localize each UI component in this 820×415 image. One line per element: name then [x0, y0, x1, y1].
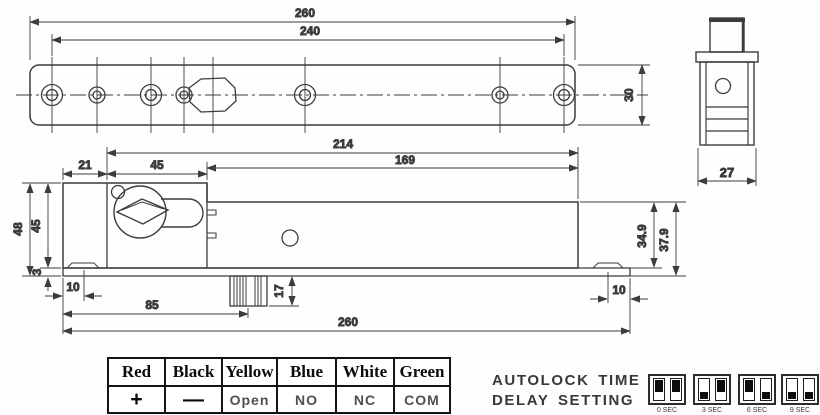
- dim-top-holespan: 240: [51, 24, 565, 56]
- screw-head-left: [65, 262, 101, 269]
- wire-color-green: Green: [393, 357, 451, 387]
- wire-color-yellow: Yellow: [221, 357, 278, 387]
- dip-rocker-1: [697, 378, 710, 401]
- dim-label-214: 214: [333, 137, 353, 151]
- body-hole: [281, 229, 299, 247]
- dim-left-heights: 48 45 3: [11, 182, 61, 291]
- lock-body-outline: [62, 182, 579, 269]
- hole-center-lines: [51, 57, 565, 133]
- wire-function-nc: NC: [335, 385, 395, 414]
- mounting-holes: [40, 77, 576, 113]
- dip-rocker-2: [802, 378, 815, 401]
- dim-right-heights: 34.9 37.9: [580, 201, 686, 277]
- dip-label: 6 SEC: [746, 407, 768, 414]
- dim-21: 21: [62, 158, 108, 180]
- autolock-title-line1: AUTOLOCK TIME: [492, 372, 641, 389]
- flange: [695, 51, 759, 63]
- dip-label: 9 SEC: [789, 407, 811, 414]
- dip-switch-6sec: 6 SEC: [738, 374, 778, 414]
- dip-rocker-1: [742, 378, 755, 401]
- dim-label-45-left: 45: [29, 219, 43, 233]
- dim-top-width: 30: [578, 64, 650, 126]
- end-view: 27: [695, 17, 759, 186]
- dim-45-cylinder: 45: [106, 158, 208, 178]
- dim-label-240: 240: [300, 24, 320, 38]
- dip-block: [648, 374, 686, 405]
- dip-block: [781, 374, 819, 405]
- dip-block: [693, 374, 731, 405]
- dip-rocker-2: [714, 378, 727, 401]
- dim-label-34-9: 34.9: [635, 224, 649, 248]
- cylinder-hole-octagon: [188, 77, 237, 113]
- wire-function-positive: +: [107, 385, 166, 414]
- dim-label-37-9: 37.9: [657, 228, 671, 252]
- dip-rocker-2: [759, 378, 772, 401]
- drawing-svg: 260 240 30: [11, 6, 759, 335]
- dim-label-10-left: 10: [66, 280, 80, 294]
- dip-rocker-1: [652, 378, 665, 401]
- dim-label-17: 17: [272, 284, 286, 298]
- lock-bolt: [229, 275, 268, 307]
- autolock-title-line2: DELAY SETTING: [492, 391, 635, 409]
- wire-color-blue: Blue: [276, 357, 337, 387]
- dim-bottom: 10 85 260 10: [45, 270, 648, 335]
- dim-label-45-top: 45: [150, 158, 164, 172]
- wire-function-no: NO: [276, 385, 337, 414]
- dip-label: 3 SEC: [701, 407, 723, 414]
- dim-label-48: 48: [11, 222, 25, 236]
- dim-label-30: 30: [622, 88, 636, 102]
- end-hole: [714, 77, 732, 95]
- dim-label-3: 3: [30, 268, 44, 275]
- dim-label-260-bottom: 260: [338, 315, 358, 329]
- dim-bolt-height: 17: [269, 275, 299, 307]
- side-view: 17 214 169 21 45 48: [11, 137, 686, 335]
- screw-head-right: [591, 262, 625, 269]
- dip-switch-0sec: 0 SEC: [648, 374, 688, 414]
- wiring-table: Red Black Yellow Blue White Green + — Op…: [107, 357, 451, 414]
- wire-function-open: Open: [221, 385, 278, 414]
- dim-top-overall: 260: [29, 6, 576, 60]
- dip-rocker-1: [785, 378, 798, 401]
- dip-switch-3sec: 3 SEC: [693, 374, 733, 414]
- terminal-tab: [206, 232, 217, 239]
- wire-color-red: Red: [107, 357, 166, 387]
- dim-label-85: 85: [145, 298, 159, 312]
- dim-214: 214: [106, 137, 579, 199]
- dip-rocker-2: [669, 378, 682, 401]
- dim-label-10-right: 10: [612, 283, 626, 297]
- dip-block: [738, 374, 776, 405]
- wire-function-negative: —: [164, 385, 223, 414]
- wiring-table-value-row: + — Open NO NC COM: [107, 385, 451, 414]
- thumbturn-keyhole: [113, 185, 204, 239]
- terminal-tab: [206, 209, 217, 216]
- wire-color-black: Black: [164, 357, 223, 387]
- wire-function-com: COM: [393, 385, 451, 414]
- dim-label-21: 21: [78, 158, 92, 172]
- dim-169: 169: [206, 153, 579, 180]
- dim-label-260-top: 260: [295, 6, 315, 20]
- wiring-table-header-row: Red Black Yellow Blue White Green: [107, 357, 451, 387]
- dim-label-169: 169: [395, 153, 415, 167]
- dip-label: 0 SEC: [656, 407, 678, 414]
- bolt-end: [709, 17, 745, 53]
- dip-switch-9sec: 9 SEC: [781, 374, 820, 414]
- autolock-title: AUTOLOCK TIME DELAY SETTING: [492, 371, 641, 410]
- face-plate: [62, 267, 631, 277]
- wire-color-white: White: [335, 357, 395, 387]
- end-body: [699, 61, 755, 146]
- dim-label-27: 27: [720, 165, 734, 180]
- top-view: 260 240 30: [16, 6, 650, 133]
- dim-27: 27: [697, 148, 757, 186]
